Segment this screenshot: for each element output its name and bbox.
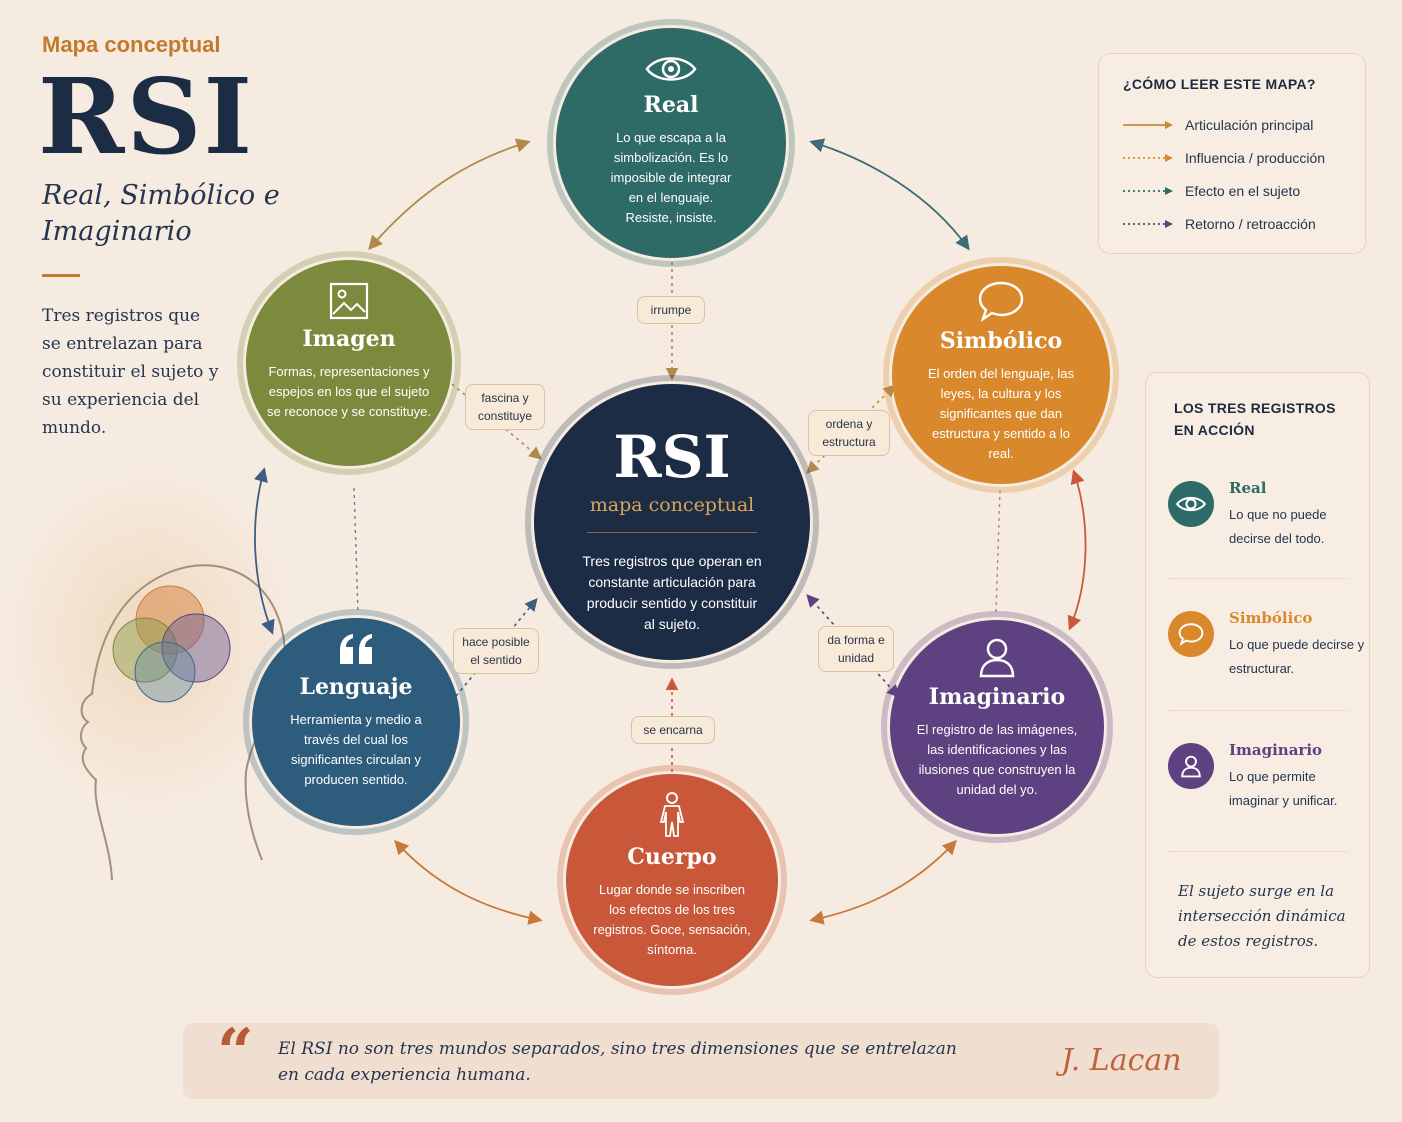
registers-panel: LOS TRES REGISTROS EN ACCIÓN Real Lo que… [1145, 372, 1370, 978]
node-imaginario: Imaginario El registro de las imágenes, … [881, 611, 1113, 843]
node-lenguaje: Lenguaje Herramienta y medio a través de… [243, 609, 469, 835]
register-name: Simbólico [1229, 609, 1313, 627]
legend-label: Retorno / retroacción [1185, 216, 1316, 232]
legend-label: Articulación principal [1185, 117, 1314, 133]
legend-label: Influencia / producción [1185, 150, 1326, 166]
node-real: Real Lo que escapa a la simbolización. E… [547, 19, 795, 267]
head-illustration [5, 470, 295, 881]
node-cuerpo: Cuerpo Lugar donde se inscriben los efec… [557, 765, 787, 995]
label-se-encarna: se encarna [631, 716, 715, 744]
register-divider [1168, 578, 1348, 579]
register-divider [1168, 851, 1348, 852]
registers-note: El sujeto surge en la intersección dinám… [1178, 882, 1346, 950]
title-divider [42, 274, 80, 277]
speech-bubble-icon [1168, 611, 1214, 657]
quote-text: El RSI no son tres mundos separados, sin… [278, 1039, 957, 1085]
legend-panel: ¿CÓMO LEER ESTE MAPA? Articulación princ… [1098, 53, 1366, 254]
quote-author-signature: J. Lacan [1061, 1043, 1182, 1078]
legend-item-articulacion: Articulación principal [1123, 115, 1313, 135]
label-da-forma: da forma e unidad [818, 626, 894, 672]
kicker-text: Mapa conceptual [42, 32, 221, 57]
label-fascina: fascina y constituye [465, 384, 545, 430]
node-simbolico: Simbólico El orden del lenguaje, las ley… [883, 257, 1119, 493]
label-ordena: ordena y estructura [808, 410, 890, 456]
intro-text: Tres registros que se entrelazan para co… [42, 306, 219, 438]
register-divider [1168, 710, 1348, 711]
label-hace-posible: hace posible el sentido [453, 628, 539, 674]
person-icon [1168, 743, 1214, 789]
legend-item-retorno: Retorno / retroacción [1123, 214, 1316, 234]
node-imagen: Imagen Formas, representaciones y espejo… [237, 251, 461, 475]
register-description: Lo que no puede decirse del todo. [1229, 507, 1327, 546]
register-description: Lo que permite imaginar y unificar. [1229, 769, 1338, 808]
label-irrumpe: irrumpe [637, 296, 705, 324]
center-node: RSI mapa conceptual Tres registros que o… [525, 375, 819, 669]
register-name: Real [1229, 479, 1267, 497]
legend-label: Efecto en el sujeto [1185, 183, 1301, 199]
page-subtitle: Real, Simbólico e Imaginario [42, 180, 280, 247]
legend-item-influencia: Influencia / producción [1123, 148, 1325, 168]
quote-box: “ El RSI no son tres mundos separados, s… [183, 1015, 1219, 1099]
registers-title: LOS TRES REGISTROS EN ACCIÓN [1174, 400, 1336, 438]
legend-title: ¿CÓMO LEER ESTE MAPA? [1123, 76, 1316, 92]
register-name: Imaginario [1229, 741, 1323, 759]
register-description: Lo que puede decirse y estructurar. [1229, 637, 1365, 676]
quote-icon: “ [217, 1015, 254, 1090]
eye-icon [1168, 481, 1214, 527]
page-title: RSI [38, 55, 255, 178]
legend-item-efecto: Efecto en el sujeto [1123, 181, 1300, 201]
